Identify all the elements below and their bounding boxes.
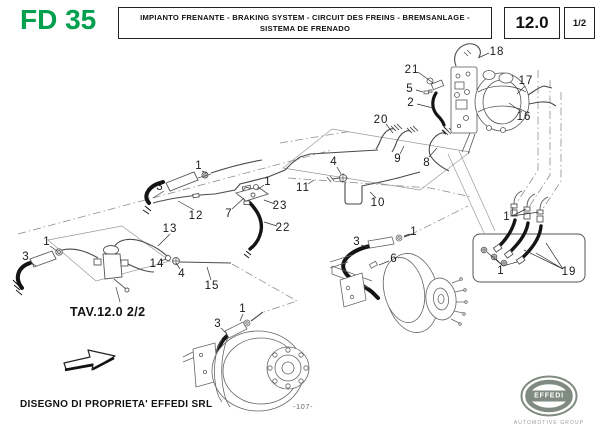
pipe-hook-8	[428, 132, 450, 172]
pipe-17	[527, 85, 553, 96]
hose-hatch-ticks	[12, 126, 449, 296]
hose-3-far-left	[15, 261, 32, 290]
leader-lines	[28, 52, 564, 335]
effedi-logo-text: EFFEDI	[534, 392, 564, 400]
pipe-upper-run	[210, 159, 263, 174]
tav-reference-note: TAV.12.0 2/2	[70, 305, 146, 319]
pipe-hook-20	[375, 128, 395, 150]
phantom-lines	[17, 70, 562, 313]
hose-detail-box	[472, 190, 586, 283]
title-box: IMPIANTO FRENANTE - BRAKING SYSTEM - CIR…	[118, 7, 492, 39]
master-cylinder-assembly	[423, 49, 530, 155]
direction-arrow	[63, 349, 116, 372]
page-title-line1: IMPIANTO FRENANTE - BRAKING SYSTEM - CIR…	[140, 13, 470, 22]
brake-pipes	[61, 43, 557, 322]
mid-left-fitting-group	[165, 171, 270, 205]
section-number-box: 12.0	[504, 7, 560, 39]
pipe-13-curve	[112, 238, 169, 258]
mid-fitting-4	[326, 173, 348, 183]
pipe-16	[528, 101, 557, 107]
hose-3-rear	[341, 244, 380, 300]
page-title-line2: SISTEMA DE FRENADO	[259, 24, 351, 33]
page-number: -107-	[293, 402, 314, 411]
pipe-valve-right	[127, 263, 155, 273]
pipe-10-loop	[331, 171, 421, 205]
brand-logo-fd35: FD 35	[20, 4, 97, 35]
pipe-bottom-stub	[250, 311, 264, 322]
property-note: DISEGNO DI PROPRIETA' EFFEDI SRL	[20, 399, 213, 410]
effedi-logo-subtext: AUTOMOTIVE GROUP	[513, 420, 585, 426]
hose-2	[431, 91, 446, 127]
pipe-hook-9	[391, 130, 411, 153]
pipe-12-run	[152, 149, 379, 204]
pipe-rear-stub	[403, 233, 413, 238]
pipe-15	[179, 261, 232, 264]
pipe-18	[454, 43, 481, 67]
frame-outlines	[47, 128, 496, 282]
bottom-brake-assembly	[182, 319, 310, 412]
hose-22	[247, 200, 264, 251]
effedi-logo	[520, 375, 578, 417]
sheet-number-box: 1/2	[564, 7, 595, 39]
hose-3-mid-left	[144, 180, 165, 205]
left-valve-assembly	[29, 245, 180, 303]
pipe-far-left	[61, 248, 99, 259]
rear-axle-assembly	[329, 234, 468, 333]
